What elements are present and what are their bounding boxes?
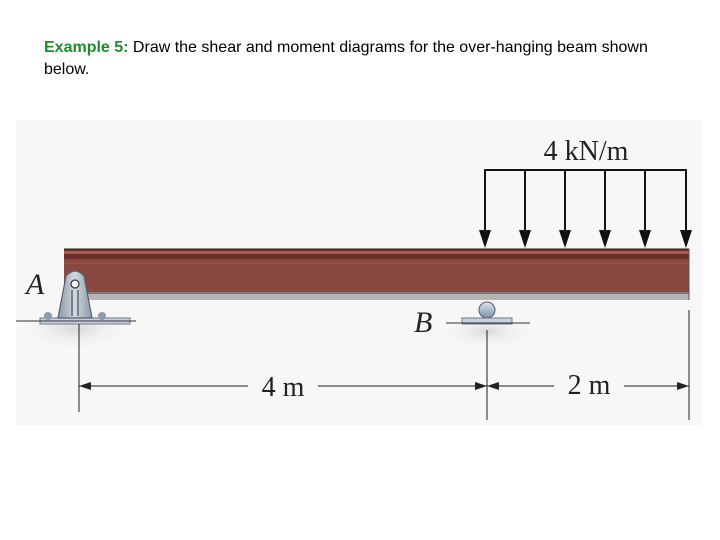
load-arrow: [639, 170, 651, 248]
problem-text-body: Draw the shear and moment diagrams for t…: [44, 39, 648, 78]
support-a-label: A: [24, 268, 45, 301]
distributed-load-label: 4 kN/m: [544, 136, 629, 167]
load-arrow: [519, 170, 531, 248]
load-arrow: [599, 170, 611, 248]
example-label: Example 5:: [44, 39, 129, 56]
dimension-right-label: 2 m: [568, 370, 611, 401]
load-arrow: [680, 170, 692, 248]
dimension-lines: [78, 310, 690, 420]
distributed-load-arrows: [479, 169, 692, 248]
dimension-left-label: 4 m: [262, 372, 305, 403]
dim-arrowhead: [475, 382, 487, 390]
dim-arrowhead: [487, 382, 499, 390]
pin-support-a: [16, 270, 136, 355]
problem-statement: Example 5: Draw the shear and moment dia…: [44, 37, 694, 81]
support-b-label: B: [414, 306, 432, 339]
beam: [64, 248, 690, 300]
load-arrow: [479, 170, 491, 248]
dim-arrowhead: [677, 382, 689, 390]
load-arrow: [559, 170, 571, 248]
dim-arrowhead: [79, 382, 91, 390]
